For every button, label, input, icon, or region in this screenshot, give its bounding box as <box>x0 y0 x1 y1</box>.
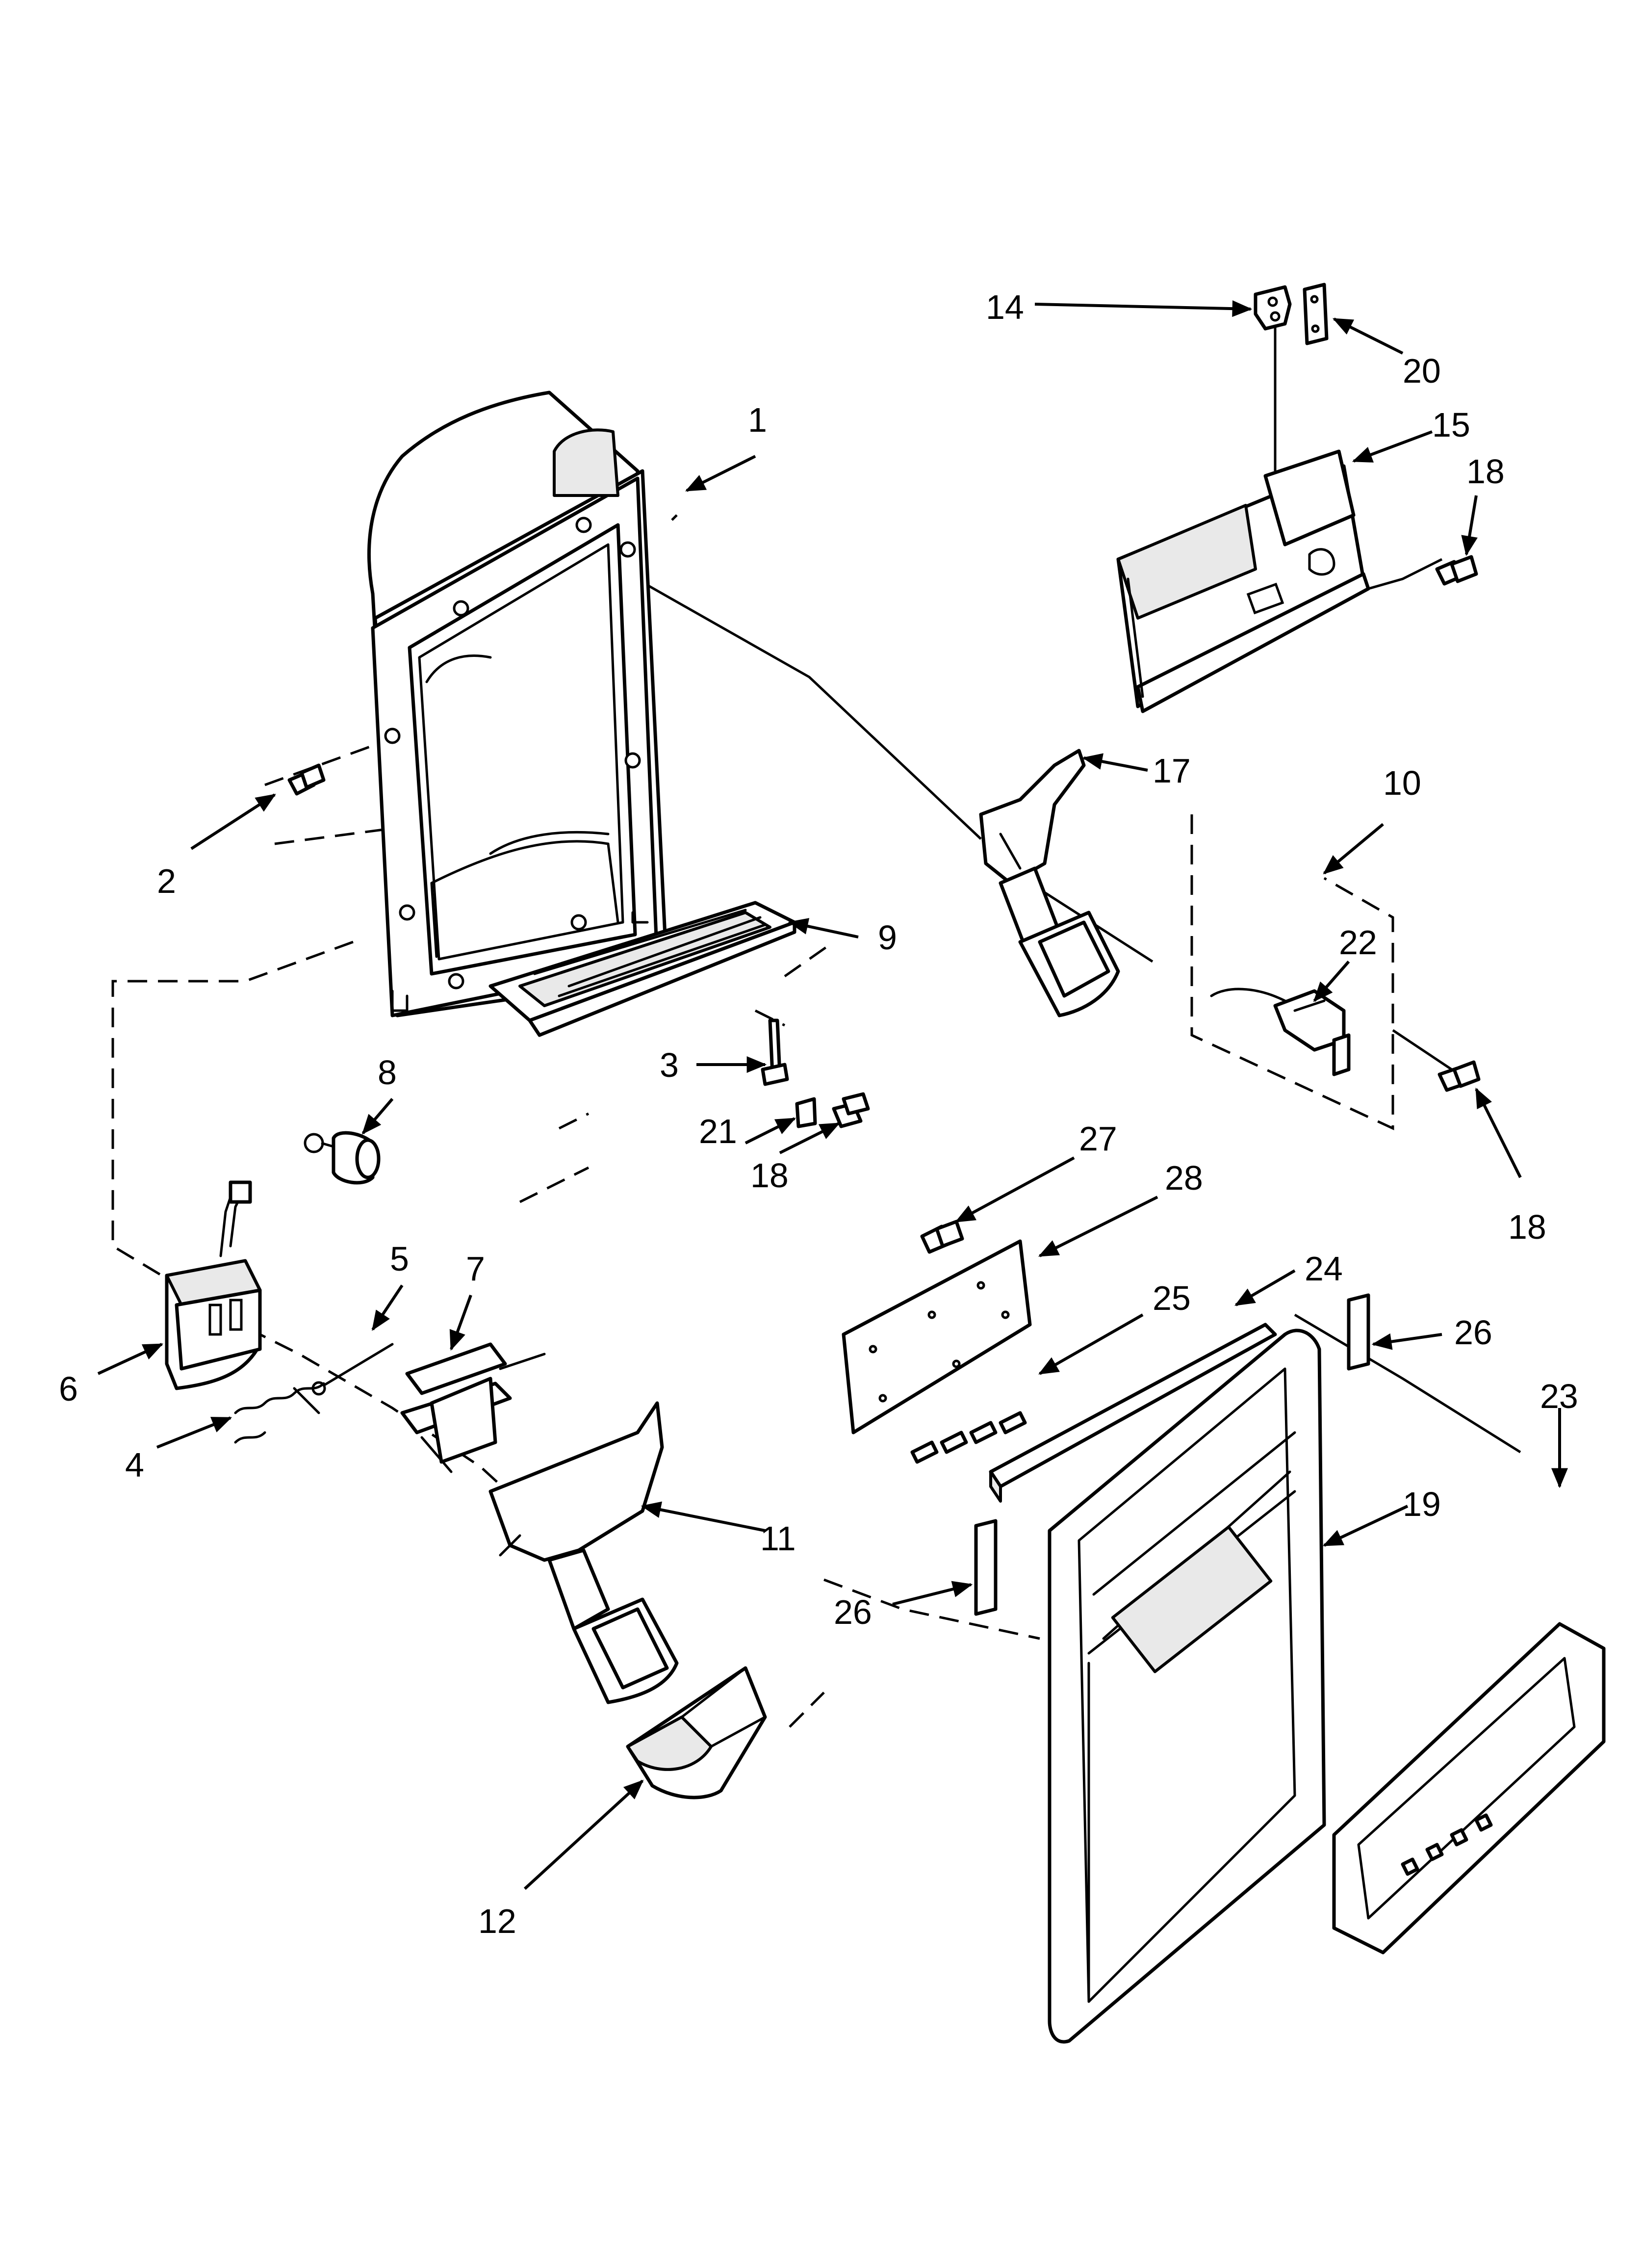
callout-15: 15 <box>1432 406 1470 444</box>
callout-22: 22 <box>1339 923 1377 962</box>
callout-18-upper: 18 <box>1466 452 1505 491</box>
part-7-lever <box>400 1342 546 1473</box>
arrow-18b <box>779 1122 841 1154</box>
callout-19: 19 <box>1403 1485 1441 1523</box>
callout-21: 21 <box>699 1112 737 1150</box>
arrow-21 <box>744 1117 796 1145</box>
arrow-10 <box>1323 823 1384 875</box>
arrow-25 <box>1038 1313 1144 1375</box>
callout-20: 20 <box>1403 352 1441 390</box>
arrow-24 <box>1234 1269 1296 1306</box>
callout-14: 14 <box>986 288 1024 326</box>
callout-8: 8 <box>378 1053 397 1092</box>
part-8-component <box>304 1131 381 1185</box>
part-24-bar <box>989 1323 1277 1503</box>
arrow-27 <box>955 1156 1075 1223</box>
part-26-block-upper <box>1347 1293 1370 1371</box>
part-25-buttons <box>910 1411 1027 1464</box>
callout-7: 7 <box>466 1250 485 1288</box>
callout-labels: 1 2 3 4 5 6 7 8 9 10 11 12 14 15 17 18 1… <box>59 288 1578 1940</box>
callout-17: 17 <box>1153 752 1191 790</box>
part-22-part <box>1210 988 1351 1076</box>
part-15-bracket <box>1116 449 1370 713</box>
arrow-7 <box>449 1294 472 1351</box>
arrow-26a <box>1371 1333 1442 1350</box>
arrow-18c <box>1475 1087 1522 1178</box>
callout-18-middle: 18 <box>750 1156 789 1195</box>
arrow-22 <box>1313 961 1350 1002</box>
arrow-1 <box>685 455 756 492</box>
callout-27: 27 <box>1079 1120 1117 1158</box>
arrow-5 <box>371 1284 404 1331</box>
arrow-14 <box>1034 300 1253 317</box>
part-20-insulator <box>1303 283 1329 345</box>
part-3-21-18-small-parts <box>761 1018 870 1128</box>
part-19-front-panel <box>1048 1329 1326 2044</box>
part-23-bezel <box>1332 1622 1606 1955</box>
arrow-9 <box>788 918 859 938</box>
arrow-11 <box>641 1501 766 1532</box>
callout-arrows <box>97 300 1568 1890</box>
callout-26-lower: 26 <box>834 1593 872 1631</box>
part-4-spring <box>234 1382 325 1444</box>
callout-11: 11 <box>760 1519 796 1558</box>
callout-12: 12 <box>478 1902 516 1940</box>
part-26-block-lower <box>974 1519 998 1616</box>
callout-28: 28 <box>1165 1159 1203 1197</box>
part-1-dispenser-housing <box>367 391 669 1017</box>
part-12-ice-chute <box>626 1666 767 1799</box>
arrow-15 <box>1352 430 1433 463</box>
arrow-26b <box>892 1581 973 1606</box>
arrow-8 <box>361 1098 394 1135</box>
arrow-18a <box>1461 495 1478 556</box>
callout-10: 10 <box>1383 764 1421 802</box>
callout-24: 24 <box>1305 1250 1343 1288</box>
callout-18-lower: 18 <box>1508 1208 1546 1246</box>
callout-3: 3 <box>660 1046 679 1084</box>
arrow-4 <box>156 1416 232 1449</box>
callout-25: 25 <box>1153 1279 1191 1317</box>
part-18-screw-upper <box>1435 555 1478 586</box>
part-14-switch <box>1254 285 1292 331</box>
arrow-20 <box>1332 317 1404 355</box>
arrow-28 <box>1038 1196 1158 1257</box>
part-5-pin <box>311 1343 394 1396</box>
part-18-screw-lower <box>1437 1060 1481 1092</box>
callout-9: 9 <box>878 918 897 957</box>
part-28-control-board <box>842 1239 1032 1434</box>
callout-1: 1 <box>748 401 767 439</box>
arrow-6 <box>97 1343 164 1375</box>
arrow-19 <box>1322 1505 1409 1547</box>
callout-5: 5 <box>390 1240 409 1278</box>
arrow-2 <box>190 793 276 850</box>
arrow-12 <box>523 1779 644 1890</box>
part-17-actuator-arm <box>979 749 1120 1017</box>
part-27-screw <box>920 1220 964 1254</box>
callout-26-upper: 26 <box>1454 1313 1492 1352</box>
part-6-solenoid <box>165 1180 262 1390</box>
callout-4: 4 <box>125 1446 144 1484</box>
arrow-17 <box>1082 753 1148 772</box>
part-11-actuator-arm <box>488 1401 679 1704</box>
part-2-screw <box>287 763 326 796</box>
callout-6: 6 <box>59 1370 78 1408</box>
callout-2: 2 <box>157 862 176 900</box>
callout-23: 23 <box>1540 1377 1578 1415</box>
